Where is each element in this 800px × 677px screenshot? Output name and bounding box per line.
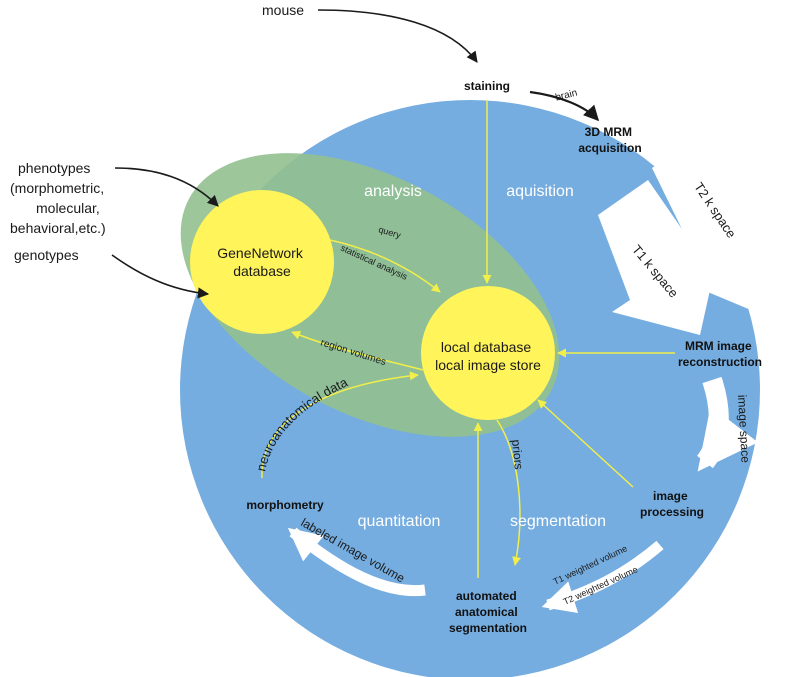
volume-arrow xyxy=(541,540,664,613)
image-space-arrow xyxy=(696,376,759,472)
query-arrow xyxy=(329,239,441,293)
phenotypes-label: phenotypes (morphometric, molecular, beh… xyxy=(10,160,108,236)
phase-quantitation: quantitation xyxy=(358,513,441,530)
local-database-line: local image store xyxy=(435,357,541,373)
genenetwork-label: GeneNetwork database xyxy=(217,245,306,279)
segmentation-line: anatomical xyxy=(455,605,518,619)
phase-analysis: analysis xyxy=(364,183,422,200)
genenetwork-database xyxy=(190,190,334,334)
local-database-label: local database local image store xyxy=(435,339,541,373)
image-space-label: image space xyxy=(735,394,753,463)
reconstruction-line: reconstruction xyxy=(678,355,762,369)
region-volumes-arrow xyxy=(291,330,424,371)
morphometry-node: morphometry xyxy=(246,498,324,512)
reconstruction-node: MRM image reconstruction xyxy=(678,339,762,369)
genenetwork-line: database xyxy=(233,263,291,279)
neuroanatomical-arrow xyxy=(261,371,419,479)
reconstruction-line: MRM image xyxy=(685,339,752,353)
labeled-volume-arrow xyxy=(287,527,426,597)
local-database xyxy=(421,286,555,420)
phenotypes-arrow xyxy=(114,167,219,207)
acquisition-line: 3D MRM xyxy=(585,125,632,139)
brain-arrow xyxy=(529,90,600,122)
processing-line: processing xyxy=(640,505,704,519)
mouse-arrow xyxy=(317,9,478,63)
acquisition-line: acquisition xyxy=(578,141,641,155)
image-space-text: image space xyxy=(735,394,753,463)
priors-arrow xyxy=(496,419,521,566)
mouse-label: mouse xyxy=(262,2,304,18)
phenotypes-line: molecular, xyxy=(36,200,100,216)
t2-kspace-arrow xyxy=(652,128,786,318)
phenotypes-line: phenotypes xyxy=(18,160,90,176)
phenotypes-line: (morphometric, xyxy=(10,180,104,196)
processing-line: image xyxy=(653,489,688,503)
phenotypes-line: behavioral,etc.) xyxy=(10,220,106,236)
staining-node: staining xyxy=(464,79,510,93)
genotypes-label: genotypes xyxy=(14,247,79,263)
segmentation-line: segmentation xyxy=(449,621,527,635)
acquisition-node: 3D MRM acquisition xyxy=(578,125,641,155)
brain-label: brain xyxy=(554,88,578,104)
t1-kspace-arrow xyxy=(598,180,720,335)
priors-label: priors xyxy=(509,439,526,470)
priors-text: priors xyxy=(509,439,526,470)
genotypes-arrow xyxy=(111,254,210,299)
phase-segmentation: segmentation xyxy=(510,513,606,530)
processing-node: image processing xyxy=(640,489,704,519)
processing-to-local-arrow xyxy=(537,399,634,488)
segmentation-line: automated xyxy=(456,589,517,603)
segmentation-node: automated anatomical segmentation xyxy=(449,589,527,635)
phase-acquisition: aquisition xyxy=(506,183,574,200)
genenetwork-line: GeneNetwork xyxy=(217,245,304,261)
local-database-line: local database xyxy=(441,339,532,355)
